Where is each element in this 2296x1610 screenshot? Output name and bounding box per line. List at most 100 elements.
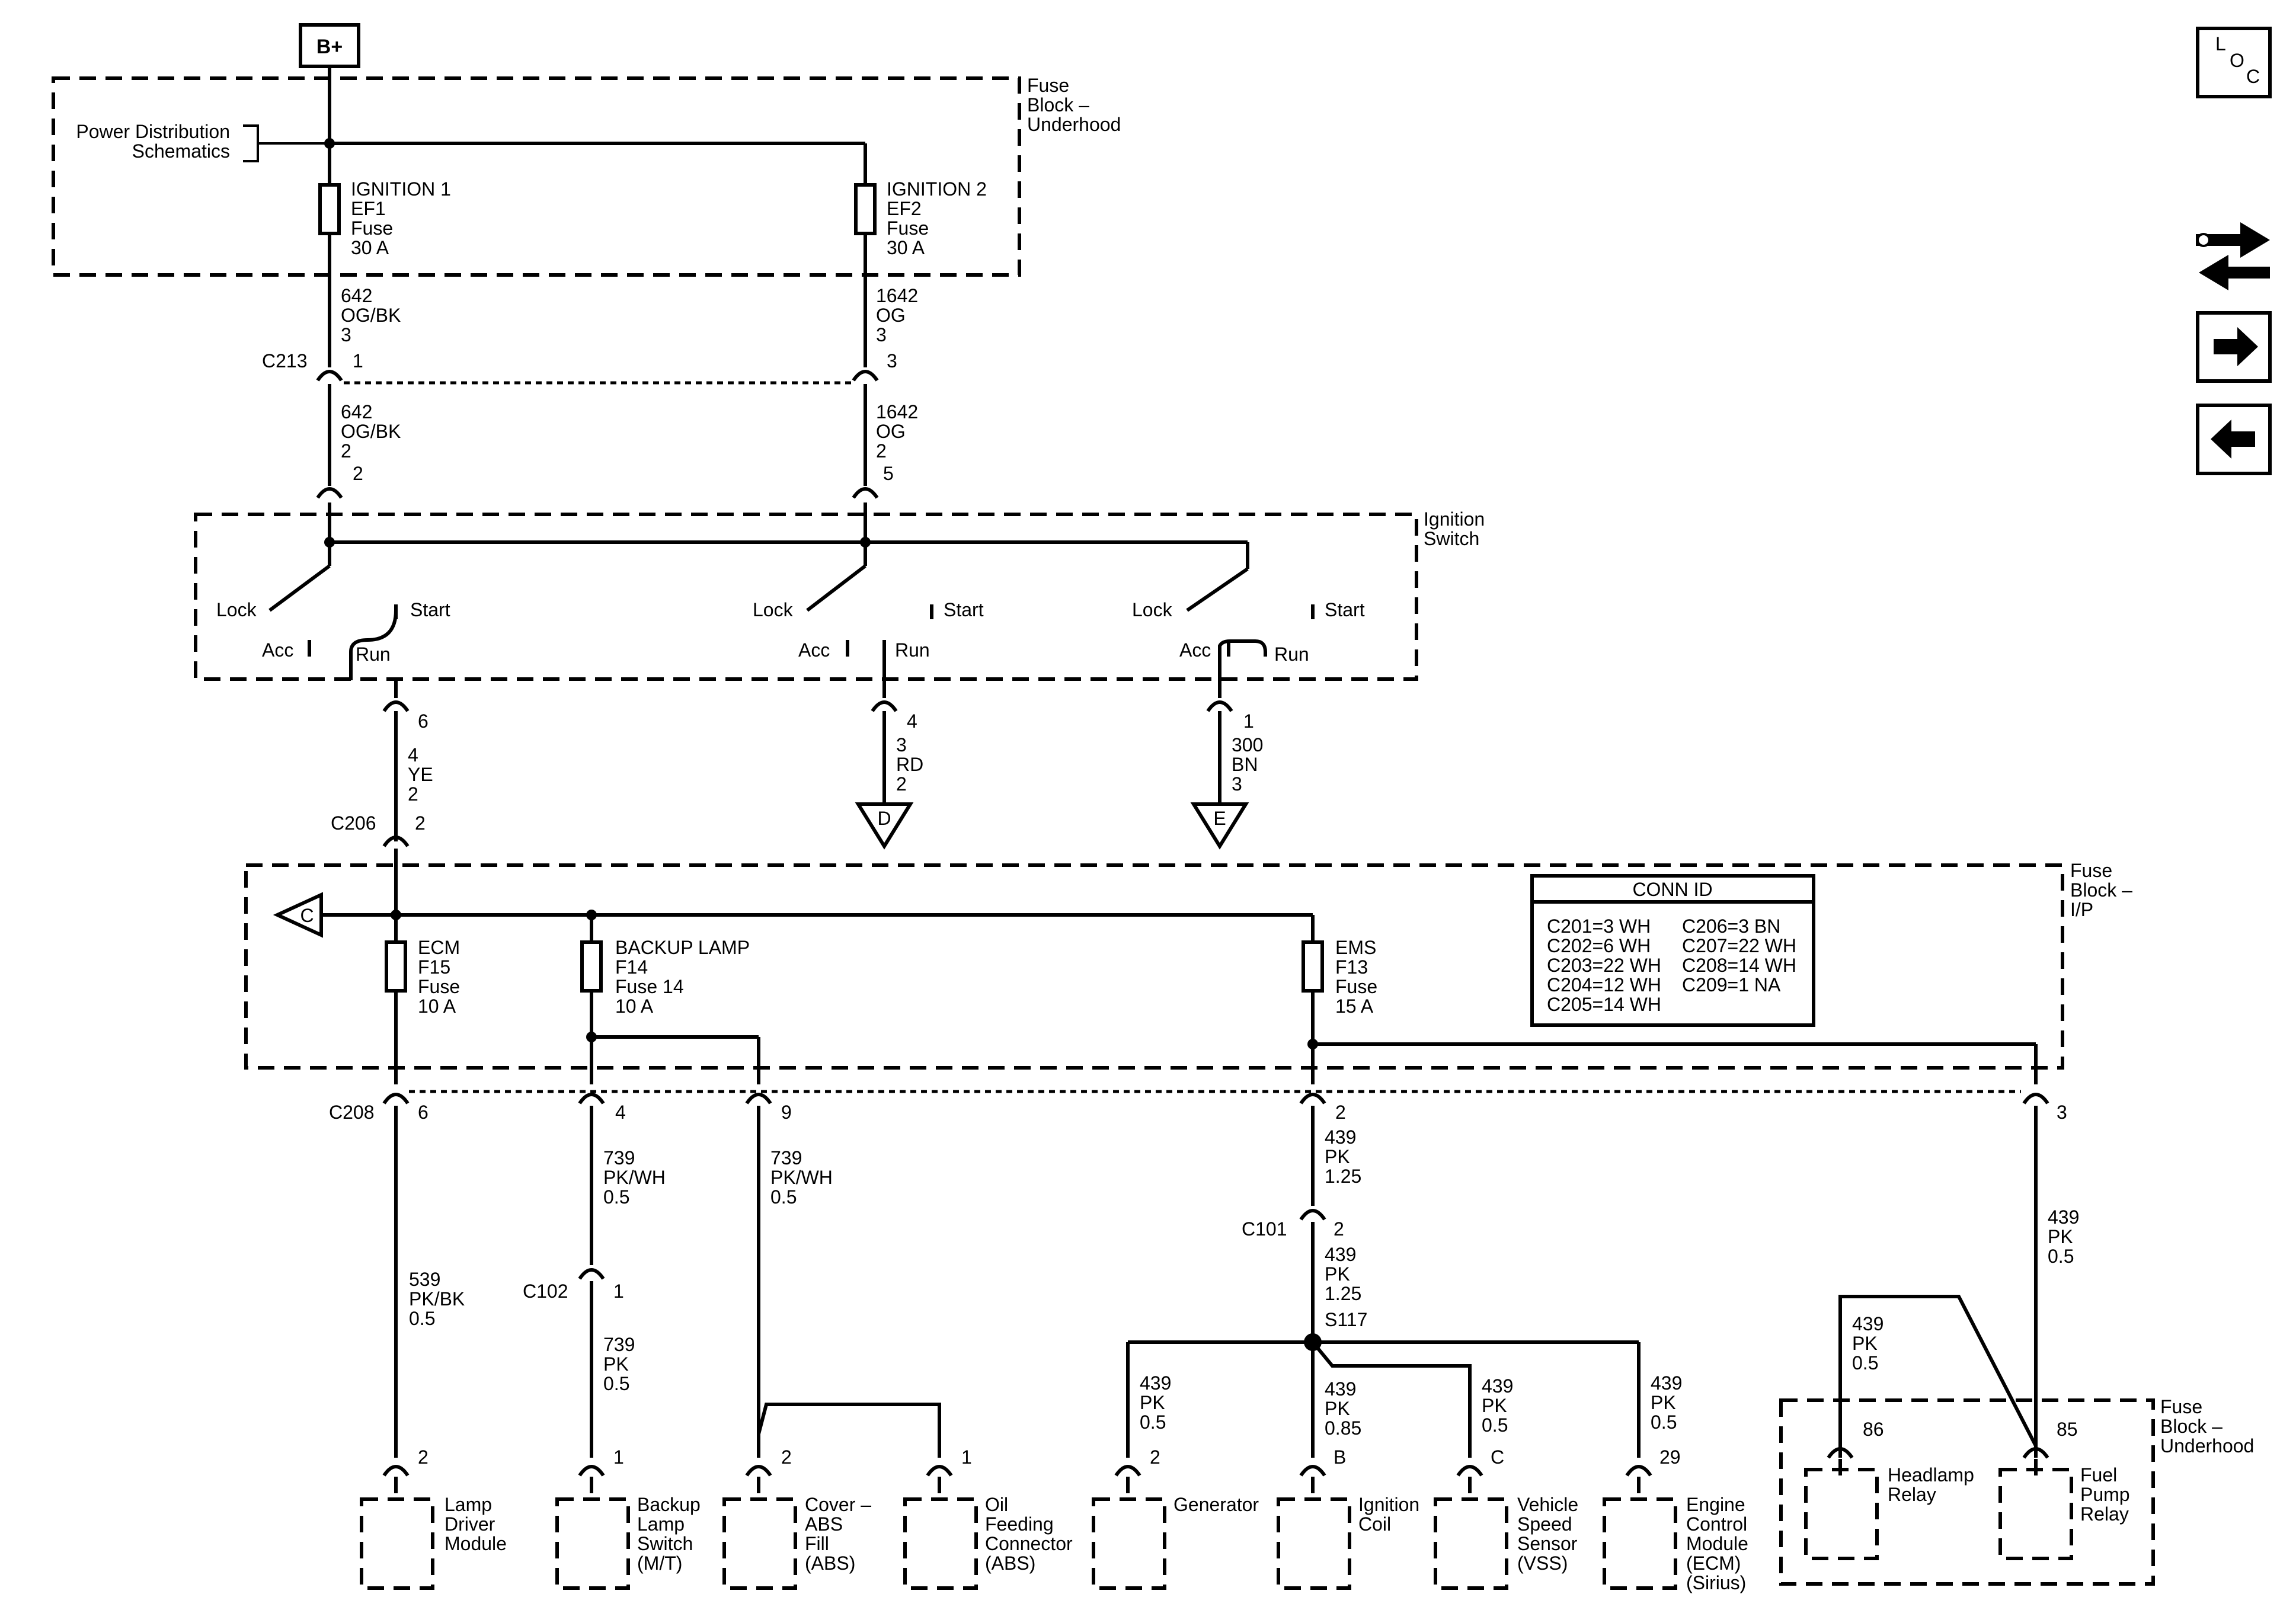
w3-l3: 2 bbox=[896, 773, 907, 795]
w642a-l3: 3 bbox=[341, 324, 351, 345]
comp-5-pin: B bbox=[1334, 1446, 1346, 1468]
w1642b-l3: 2 bbox=[876, 440, 887, 462]
component-ignition-coil: B Ignition Coil bbox=[1277, 1446, 1419, 1590]
w439relay-l2: PK bbox=[2048, 1226, 2073, 1247]
sw3-run: Run bbox=[1274, 644, 1309, 665]
comp-0-l3: Module bbox=[445, 1533, 507, 1554]
comp-7-l5: (Sirius) bbox=[1686, 1572, 1746, 1593]
comp-6-pin: C bbox=[1491, 1446, 1504, 1468]
w439a-l3: 1.25 bbox=[1325, 1166, 1361, 1187]
fuse-block-underhood-top bbox=[52, 76, 1021, 277]
s117-label: S117 bbox=[1325, 1309, 1367, 1330]
w3-l1: 3 bbox=[896, 734, 907, 756]
loc-button[interactable]: L O C bbox=[2196, 27, 2272, 98]
c102-pin: 1 bbox=[613, 1281, 624, 1302]
conn-id-title: CONN ID bbox=[1632, 879, 1712, 900]
c101-pin: 2 bbox=[1334, 1218, 1344, 1240]
comp-4-l1: Generator bbox=[1173, 1494, 1259, 1515]
out-pin6: 6 bbox=[418, 710, 428, 732]
fuse-f14-l3: Fuse 14 bbox=[615, 976, 684, 997]
w439gen-l3: 0.5 bbox=[1140, 1411, 1166, 1433]
comp-6-l2: Speed bbox=[1517, 1513, 1572, 1535]
fuse-f15-symbol bbox=[385, 940, 407, 993]
fuse-f14-l1: BACKUP LAMP bbox=[615, 937, 750, 958]
w739a-l2: PK/WH bbox=[603, 1167, 666, 1188]
component-backup-lamp-switch: 1 Backup Lamp Switch (M/T) bbox=[555, 1446, 701, 1590]
w642b-l2: OG/BK bbox=[341, 421, 401, 442]
c208-label: C208 bbox=[329, 1102, 375, 1123]
conn-id-right-0: C206=3 BN bbox=[1682, 916, 1780, 937]
w739a-l3: 0.5 bbox=[603, 1186, 629, 1208]
w300-l3: 3 bbox=[1232, 773, 1242, 795]
conn-id-left-0: C201=3 WH bbox=[1547, 916, 1651, 937]
c206-label: C206 bbox=[331, 812, 376, 834]
sw1-lock: Lock bbox=[216, 599, 257, 620]
fuse-f15-l1: ECM bbox=[418, 937, 460, 958]
sw3-acc: Acc bbox=[1179, 639, 1211, 661]
sw3-lock: Lock bbox=[1132, 599, 1173, 620]
w4-l1: 4 bbox=[408, 744, 418, 766]
loc-o: O bbox=[2230, 50, 2244, 71]
comp-6-l3: Sensor bbox=[1517, 1533, 1578, 1554]
w642b-l1: 642 bbox=[341, 401, 372, 422]
comp-9-l3: Relay bbox=[2080, 1503, 2129, 1525]
fuse-ef1-l1: IGNITION 1 bbox=[351, 178, 451, 200]
fuse-ef2-symbol bbox=[854, 183, 877, 235]
fuse-ef1-symbol bbox=[318, 183, 341, 235]
sw2-run: Run bbox=[895, 639, 930, 661]
comp-2-l3: Fill bbox=[805, 1533, 829, 1554]
w1642b-l1: 1642 bbox=[876, 401, 918, 422]
fuse-block-underhood-bottom bbox=[1779, 1398, 2155, 1586]
comp-7-l1: Engine bbox=[1686, 1494, 1745, 1515]
wrench-swap-icon[interactable] bbox=[2196, 222, 2270, 290]
w439vss-l1: 439 bbox=[1482, 1375, 1513, 1397]
fuse-f14-l2: F14 bbox=[615, 956, 648, 978]
w539-l3: 0.5 bbox=[409, 1308, 435, 1329]
comp-9-l1: Fuel bbox=[2080, 1464, 2117, 1486]
sw3-start: Start bbox=[1325, 599, 1365, 620]
comp-0-pin: 2 bbox=[418, 1446, 428, 1468]
w1642a-l2: OG bbox=[876, 305, 906, 326]
w439ecm-l3: 0.5 bbox=[1651, 1411, 1677, 1433]
c213-pin3: 3 bbox=[887, 350, 897, 372]
fuse-f13-symbol bbox=[1302, 940, 1324, 993]
arrow-left-icon[interactable] bbox=[2196, 404, 2272, 475]
loc-l: L bbox=[2215, 33, 2226, 55]
w439gen-l1: 439 bbox=[1140, 1372, 1171, 1394]
conn-id-right-3: C209=1 NA bbox=[1682, 974, 1781, 996]
offpage-d-symbol bbox=[855, 802, 914, 850]
w439b-l1: 439 bbox=[1325, 1244, 1356, 1265]
fb-underhood-top-l1: Fuse bbox=[1027, 75, 1069, 96]
component-headlamp-relay: Headlamp Relay bbox=[1804, 1447, 1974, 1560]
fuse-f15-l2: F15 bbox=[418, 956, 450, 978]
comp-6-l4: (VSS) bbox=[1517, 1553, 1568, 1574]
ign-pin5: 5 bbox=[883, 463, 894, 484]
fuse-ef2-l2: EF2 bbox=[887, 198, 922, 219]
arrow-right-icon[interactable] bbox=[2196, 311, 2272, 383]
relay-pin-86: 86 bbox=[1863, 1419, 1884, 1440]
sw2-start: Start bbox=[944, 599, 984, 620]
c102-label: C102 bbox=[523, 1281, 568, 1302]
fuse-ef1-l4: 30 A bbox=[351, 237, 389, 258]
component-fuel-pump-relay: Fuel Pump Relay bbox=[1998, 1447, 2130, 1560]
w439b-l2: PK bbox=[1325, 1263, 1350, 1285]
c208-pin-3: 3 bbox=[2057, 1102, 2067, 1123]
fb-ip-l1: Fuse bbox=[2070, 860, 2112, 881]
w3-l2: RD bbox=[896, 754, 923, 775]
sw2-lock: Lock bbox=[753, 599, 794, 620]
c101-label: C101 bbox=[1242, 1218, 1287, 1240]
fb-underhood-top-l3: Underhood bbox=[1027, 114, 1121, 135]
comp-7-l4: (ECM) bbox=[1686, 1553, 1741, 1574]
comp-2-pin: 2 bbox=[781, 1446, 792, 1468]
w300-l1: 300 bbox=[1232, 734, 1263, 756]
conn-id-right-2: C208=14 WH bbox=[1682, 955, 1796, 976]
fb-ip-l3: I/P bbox=[2070, 899, 2093, 920]
component-vehicle-speed-sensor: C Vehicle Speed Sensor (VSS) bbox=[1434, 1446, 1578, 1590]
w439hl-l1: 439 bbox=[1852, 1313, 1884, 1334]
conn-id-left-4: C205=14 WH bbox=[1547, 994, 1661, 1015]
fuse-f13-l1: EMS bbox=[1335, 937, 1376, 958]
offpage-d: D bbox=[877, 808, 891, 829]
comp-1-l4: (M/T) bbox=[637, 1553, 682, 1574]
w439coil-l3: 0.85 bbox=[1325, 1417, 1361, 1439]
